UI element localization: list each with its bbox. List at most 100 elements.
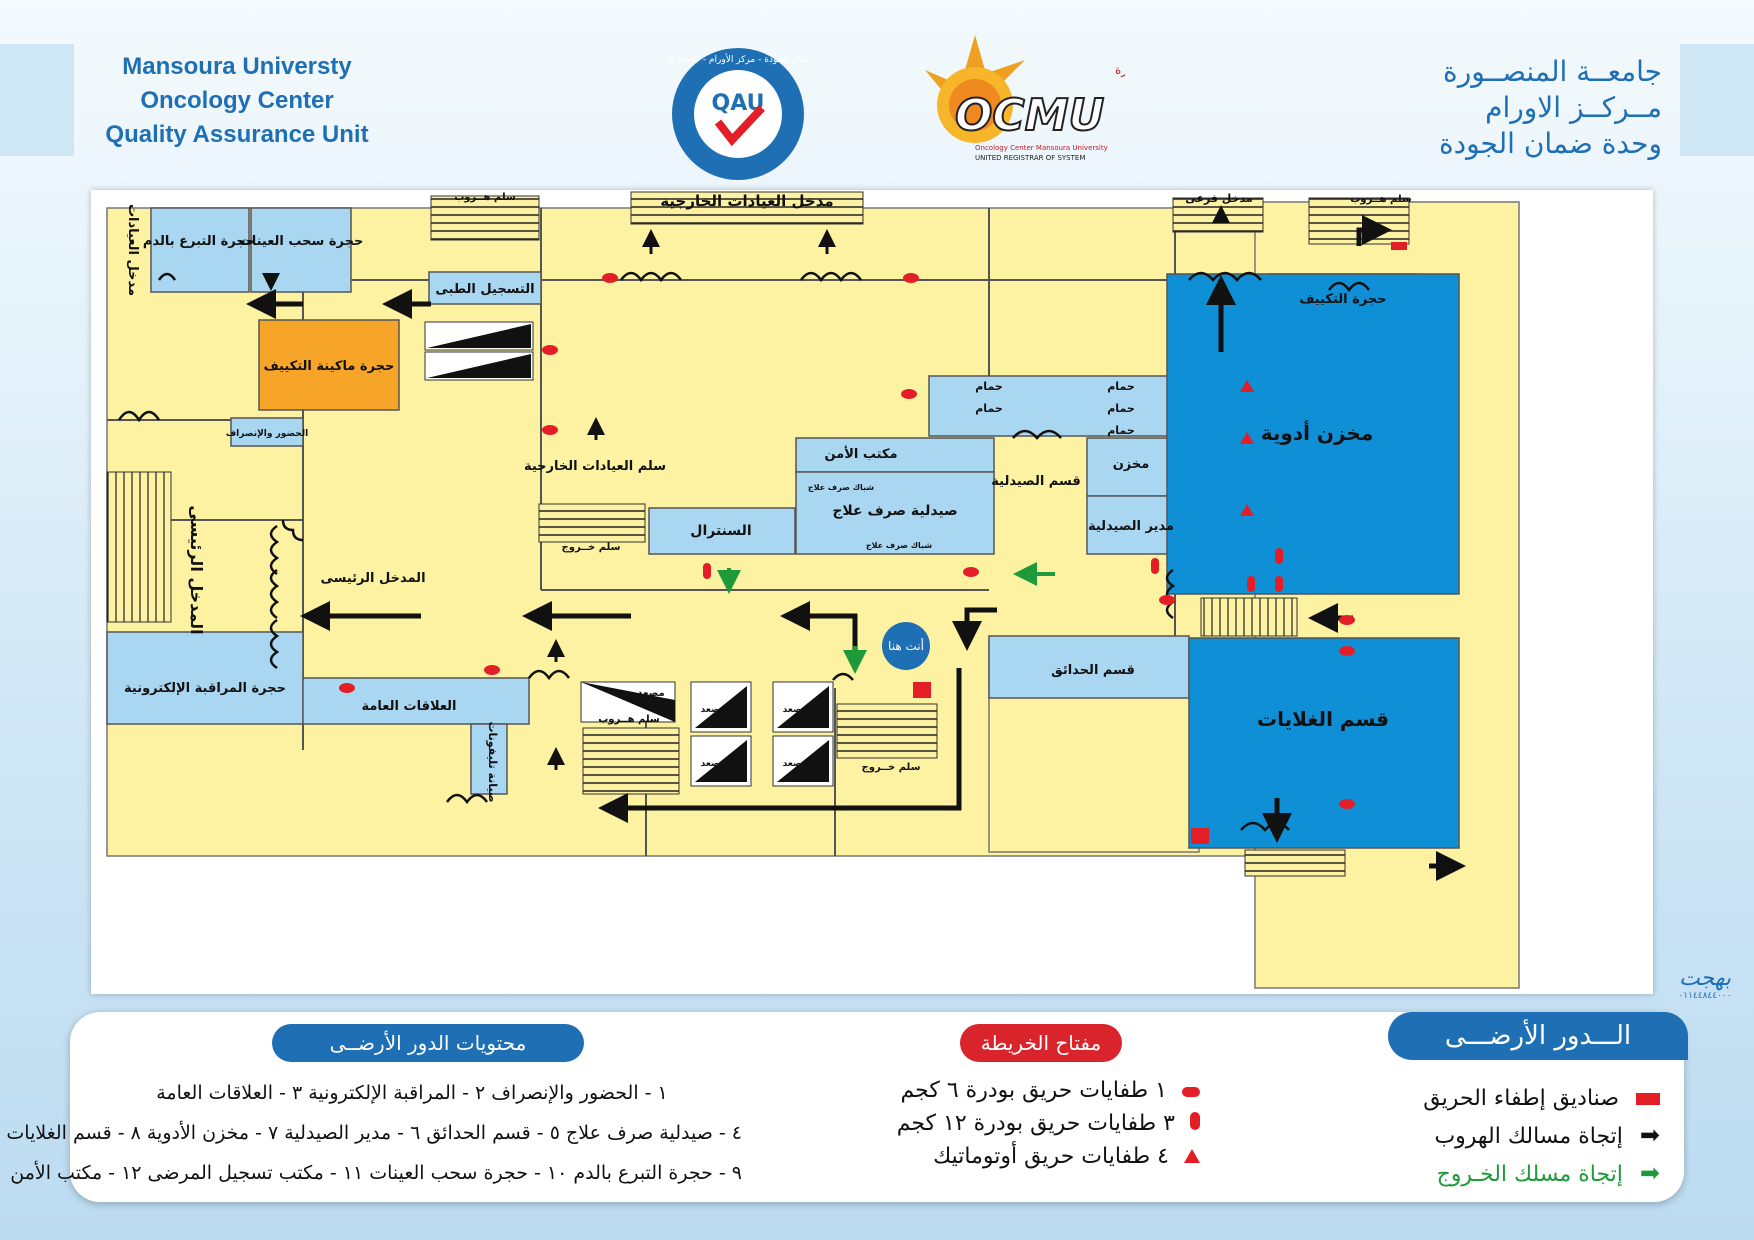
label-phone-maint: صيانة تليفونات — [486, 721, 499, 802]
label-wc-4: حمام — [1107, 402, 1135, 415]
label-wc-3: حمام — [1107, 380, 1135, 393]
stair-escape-3 — [582, 727, 680, 795]
door-icon — [269, 568, 280, 620]
escape-arrow-icon: ➡ — [1639, 1121, 1660, 1149]
label-pr: العلاقات العامة — [361, 699, 456, 714]
stairs — [106, 191, 1410, 877]
label-security: مكتب الأمن — [824, 445, 897, 462]
floor-key-item-2-label: إتجاة مسالك الهروب — [1434, 1124, 1623, 1149]
door-icon — [269, 524, 280, 576]
key-item-3: ٤ طفايات حريق أوتوماتيك — [870, 1144, 1200, 1169]
label-wc-5: حمام — [1107, 424, 1135, 437]
extinguisher-6kg-icon — [602, 273, 618, 283]
label-elev-7: مصعد — [783, 759, 808, 769]
fire-box-icon — [1391, 242, 1407, 250]
floor-map-frame: أنت هنا مدخل العيادات حجرة التبرع بالدم … — [91, 190, 1653, 994]
signature-text: بهجت — [1678, 966, 1732, 991]
extinguisher-6kg-icon — [903, 273, 919, 283]
stair-main-entrance — [106, 471, 172, 623]
extinguisher-12kg-icon — [703, 563, 711, 579]
label-store: مخزن — [1113, 457, 1150, 472]
label-elev-5: مصعد — [783, 705, 808, 715]
ocmu-logo: مركز الأورام جامعة المنصورة OCMU Oncolog… — [925, 35, 1125, 162]
header-english: Mansoura Universty Oncology Center Quali… — [92, 50, 382, 152]
door-icon — [619, 271, 683, 283]
door-icon — [1165, 568, 1176, 620]
label-central: السنترال — [690, 523, 751, 539]
escape-arrow-icon — [952, 607, 997, 651]
extinguisher-6kg-icon — [1339, 799, 1355, 809]
label-main-entrance: المدخل الرئيسى — [320, 571, 425, 586]
fire-box-icon — [913, 682, 931, 698]
label-main-entrance-v: المدخل الرئيسى — [187, 505, 206, 634]
extinguisher-12kg-icon — [1190, 1112, 1200, 1130]
signature-phone: ٠١١٤٤٨٤٤٠٠٠ — [1678, 991, 1732, 1001]
room-boilers — [1188, 637, 1460, 849]
escape-arrow-icon — [598, 668, 962, 823]
room-phone-maint — [470, 723, 508, 795]
contents-line-2: ٤ - صيدلية صرف علاج ٥ - قسم الحدائق ٦ - … — [6, 1122, 742, 1144]
label-elev-6: مصعد — [701, 759, 726, 769]
floor-title: الـــدور الأرضـــى — [1388, 1012, 1688, 1060]
ocmu-sub2: UNITED REGISTRAR OF SYSTEM — [975, 154, 1085, 162]
room-security — [795, 437, 995, 473]
label-attendance: الحضور والإنصراف — [226, 429, 309, 439]
floor-key-item-2: ➡ إتجاة مسالك الهروب — [1380, 1121, 1660, 1149]
fire-extinguishers — [339, 242, 1407, 844]
room-blood-donation — [150, 207, 250, 293]
stair-escape-1 — [430, 195, 540, 241]
floor-key-item-3-label: إتجاة مسلك الخـروج — [1436, 1162, 1623, 1187]
check-icon — [714, 105, 765, 147]
door-icon — [1012, 429, 1062, 440]
sun-icon — [925, 35, 1025, 143]
extinguisher-auto-icon — [1240, 504, 1254, 516]
room-central — [648, 507, 796, 555]
extinguisher-6kg-icon — [901, 389, 917, 399]
qau-logo: QAU وحدة ضمان الجودة - مركز الأورام - جا… — [668, 48, 808, 180]
contents-title: محتويات الدور الأرضــى — [272, 1024, 584, 1062]
elevator-4-icon — [695, 686, 747, 728]
contents-line-1: ١ - الحضور والإنصراف ٢ - المراقبة الإلكت… — [156, 1082, 668, 1104]
door-icon — [157, 272, 177, 281]
small-arrows — [262, 205, 1230, 770]
label-pharmacy-dept: قسم الصيدلية — [991, 474, 1081, 489]
ocmu-sub1: Oncology Center Mansoura University — [975, 144, 1108, 152]
key-item-2-label: ٣ طفايات حريق بودرة ١٢ كجم — [896, 1111, 1175, 1136]
label-pharm-manager: مدير الصيدلية — [1088, 519, 1174, 534]
door-icon — [832, 672, 854, 681]
elevator-3-icon — [581, 682, 675, 722]
extinguisher-12kg-icon — [1275, 576, 1283, 592]
extinguisher-6kg-icon — [339, 683, 355, 693]
header-ar-line-2: مــركــز الاورام — [1485, 91, 1662, 124]
header-en-line-3: Quality Assurance Unit — [105, 121, 369, 148]
room-garden — [988, 635, 1190, 699]
extinguisher-6kg-icon — [1159, 595, 1175, 605]
exit-arrow-icon: ➡ — [1639, 1159, 1660, 1187]
extinguisher-12kg-icon — [1275, 548, 1283, 564]
rooms-blue — [1166, 273, 1460, 849]
elevator-1-icon — [427, 324, 531, 348]
header-arabic: جامعــة المنصــورة مــركــز الاورام وحدة… — [1342, 54, 1662, 162]
label-elev-2: مصعد — [493, 362, 520, 373]
stair-south — [1244, 849, 1346, 877]
ocmu-ar-text: مركز الأورام جامعة المنصورة — [1115, 62, 1125, 78]
label-entrance-clinics: مدخل العيادات — [125, 204, 140, 296]
label-ac-machine: حجرة ماكينة التكييف — [264, 359, 395, 374]
room-pharm-manager — [1086, 495, 1176, 555]
elevator-5-icon — [777, 686, 829, 728]
door-icon — [281, 519, 304, 542]
extinguisher-6kg-icon — [542, 425, 558, 435]
doors — [117, 271, 1371, 832]
key-item-3-label: ٤ طفايات حريق أوتوماتيك — [933, 1144, 1169, 1169]
right-header-band — [1680, 44, 1754, 156]
door-icon — [445, 793, 489, 805]
room-pharmacy-disp — [795, 471, 995, 555]
label-elev-1: مصعد — [493, 332, 520, 343]
extinguisher-12kg-icon — [1151, 558, 1159, 574]
key-list: ١ طفايات حريق بودرة ٦ كجم ٣ طفايات حريق … — [870, 1078, 1200, 1169]
floor-key-item-3: ➡ إتجاة مسلك الخـروج — [1380, 1159, 1660, 1187]
label-window-1: شباك صرف علاج — [808, 483, 874, 492]
elevator-7-icon — [777, 740, 829, 782]
extinguisher-6kg-icon — [1339, 646, 1355, 656]
room-labels: مدخل العيادات حجرة التبرع بالدم حجرة سحب… — [124, 192, 1412, 803]
